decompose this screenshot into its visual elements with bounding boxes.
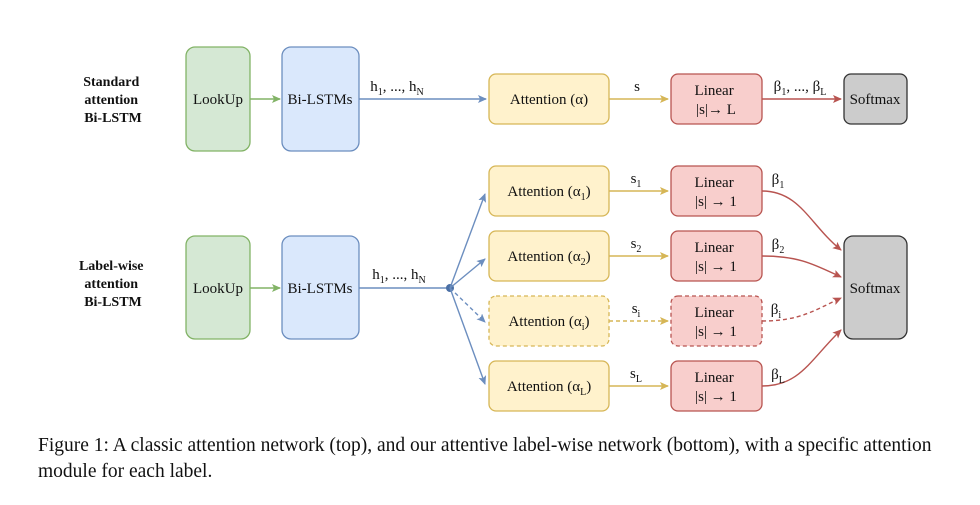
figure-caption: Figure 1: A classic attention network (t…: [38, 435, 932, 482]
linear-label-2: Linear |s| → 1: [695, 240, 738, 275]
branch-arrow-L: [449, 287, 487, 385]
s-label-L: sL: [630, 366, 642, 385]
bottom-h-label: h1, ..., hN: [372, 267, 425, 286]
branch-arrow-2: [449, 258, 486, 289]
attention-label-1: Attention (α1): [507, 184, 590, 203]
branch-arrow-1: [449, 193, 486, 289]
linear-label-i: Linear |s| → 1: [695, 305, 738, 340]
beta-arrow-2: [761, 255, 842, 278]
bottom-side-label: Label-wise attention Bi-LSTM: [79, 259, 147, 310]
beta-arrow-i: [761, 297, 842, 322]
bottom-lookup-label: LookUp: [193, 281, 243, 297]
beta-label-1: β1: [772, 172, 785, 191]
beta-label-i: βi: [771, 302, 782, 321]
top-bilstm-label: Bi-LSTMs: [287, 92, 352, 108]
s-label-1: s1: [631, 171, 642, 190]
top-side-label: Standard attention Bi-LSTM: [83, 75, 143, 126]
top-lookup-label: LookUp: [193, 92, 243, 108]
attention-label-2: Attention (α2): [507, 249, 590, 268]
attention-label-i: Attention (αi): [508, 314, 589, 333]
diagram: Standard attention Bi-LSTM LookUp Bi-LST…: [79, 46, 908, 412]
bottom-bilstm-label: Bi-LSTMs: [287, 281, 352, 297]
bottom-softmax-box: [843, 235, 908, 340]
branch-arrow-i: [449, 287, 486, 323]
bottom-softmax-label: Softmax: [850, 281, 901, 297]
linear-label-1: Linear |s| → 1: [695, 175, 738, 210]
s-label-i: si: [632, 301, 641, 320]
top-softmax-label: Softmax: [850, 92, 901, 108]
top-softmax-box: [843, 73, 908, 125]
top-beta-label: β1, ..., βL: [774, 79, 827, 98]
beta-arrow-1: [761, 190, 842, 251]
top-h-label: h1, ..., hN: [370, 79, 423, 98]
beta-label-2: β2: [772, 237, 785, 256]
linear-label-L: Linear |s| → 1: [695, 370, 738, 405]
beta-arrow-L: [761, 329, 842, 387]
beta-label-L: βL: [771, 367, 785, 386]
s-label-2: s2: [631, 236, 642, 255]
top-attention-label: Attention (α): [510, 92, 588, 108]
attention-label-L: Attention (αL): [507, 379, 591, 398]
top-linear-label: Linear |s|→ L: [695, 83, 738, 118]
top-s-label: s: [634, 79, 640, 95]
